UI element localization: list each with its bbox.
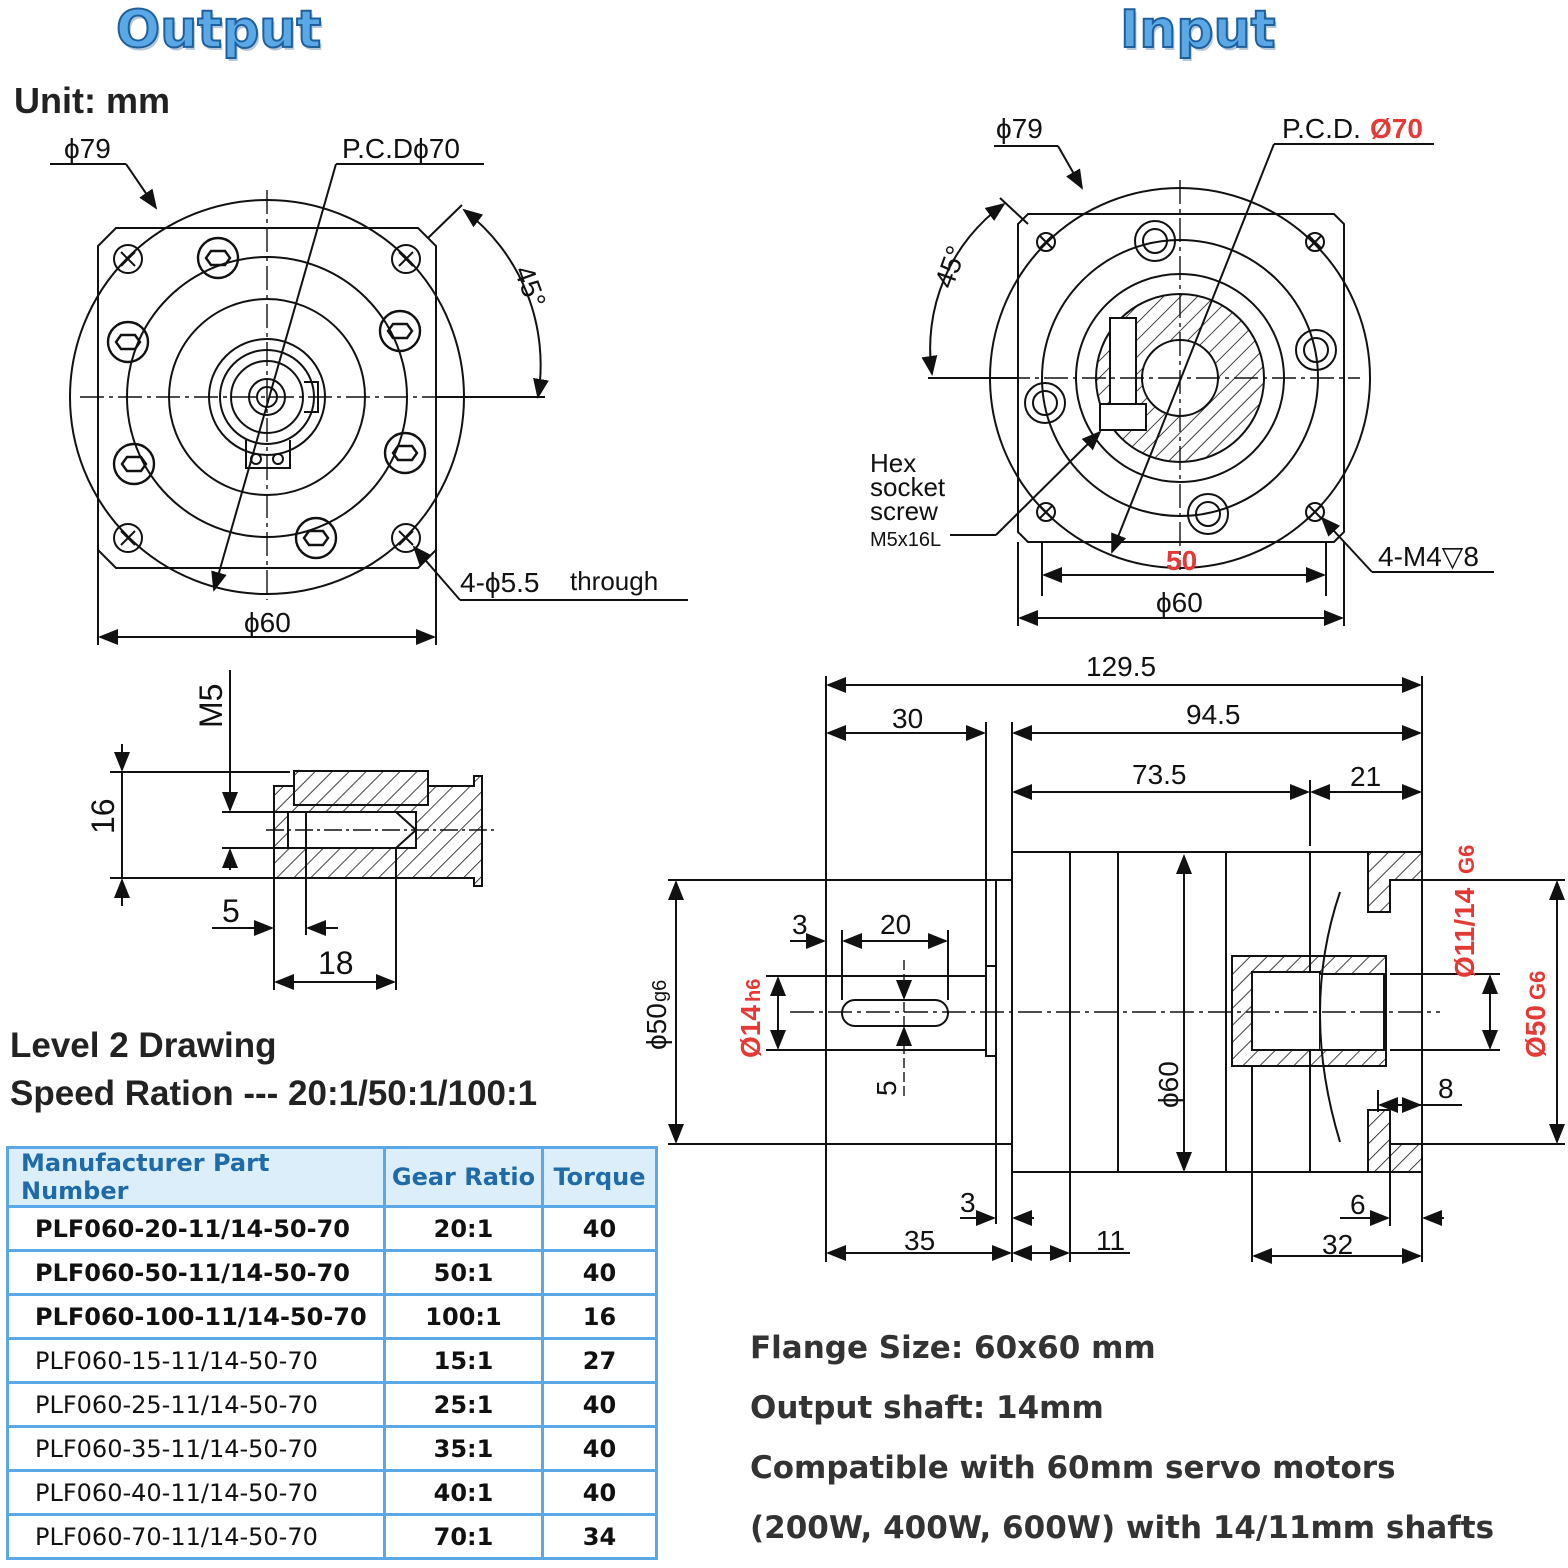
out-holes-label: 4-ϕ5.5 (460, 567, 540, 598)
ratio-cell: 70:1 (383, 1513, 544, 1560)
col-header-ratio: Gear Ratio (383, 1146, 544, 1208)
ratio-cell: 20:1 (383, 1205, 544, 1252)
side-20-label: 20 (880, 909, 911, 940)
hex-line-2: socket (870, 472, 946, 502)
detail-m5-label: M5 (193, 684, 229, 728)
unit-label: Unit: mm (14, 80, 170, 121)
part-cell: PLF060-50-11/14-50-70 (6, 1249, 386, 1296)
detail-5-label: 5 (222, 893, 240, 929)
torque-cell: 27 (541, 1337, 658, 1384)
in-pcd-value: Ø70 (1370, 113, 1423, 144)
torque-cell: 16 (541, 1293, 658, 1340)
d50g6-label: ϕ50 (641, 1003, 672, 1050)
torque-cell: 40 (541, 1205, 658, 1252)
part-cell: PLF060-20-11/14-50-70 (6, 1205, 386, 1252)
d1114-sub: G6 (1454, 845, 1479, 874)
side-3a-label: 3 (792, 909, 808, 940)
part-cell: PLF060-40-11/14-50-70 (6, 1469, 386, 1516)
ratio-cell: 15:1 (383, 1337, 544, 1384)
shaft-detail-section (110, 670, 495, 990)
part-cell: PLF060-100-11/14-50-70 (6, 1293, 386, 1340)
side-94-label: 94.5 (1186, 699, 1241, 730)
socket-bolt-icon (106, 236, 427, 560)
side-3b-label: 3 (960, 1187, 976, 1218)
part-cell: PLF060-25-11/14-50-70 (6, 1381, 386, 1428)
input-thread-hole-icon (1036, 232, 1325, 522)
in-angle-label: 45° (929, 242, 973, 292)
d50g6-sub: g6 (649, 980, 671, 1002)
input-title: Input (1119, 0, 1276, 61)
side-6-label: 6 (1350, 1189, 1366, 1220)
spec-output-shaft: Output shaft: 14mm (750, 1390, 1104, 1426)
ratio-cell: 100:1 (383, 1293, 544, 1340)
hex-line-1: Hex (870, 448, 916, 478)
d14-sub: h6 (743, 979, 765, 1002)
side-35-label: 35 (904, 1225, 935, 1256)
out-angle-label: 45° (508, 261, 552, 311)
col-header-part: Manufacturer Part Number (6, 1146, 386, 1208)
ratio-cell: 35:1 (383, 1425, 544, 1472)
gearbox-side-view (668, 676, 1565, 1264)
spec-compatibility: Compatible with 60mm servo motors (750, 1450, 1396, 1486)
ratio-cell: 50:1 (383, 1249, 544, 1296)
side-8-label: 8 (1438, 1073, 1454, 1104)
d14-label: Ø14 (735, 1005, 766, 1058)
in-d60-label: ϕ60 (1156, 587, 1203, 618)
in-d50-label: 50 (1166, 545, 1197, 576)
ratio-cell: 25:1 (383, 1381, 544, 1428)
side-d60-label: ϕ60 (1153, 1061, 1184, 1108)
torque-cell: 40 (541, 1381, 658, 1428)
part-number-table: Manufacturer Part Number Gear Ratio Torq… (6, 1146, 658, 1560)
out-d79-label: ϕ79 (64, 133, 111, 164)
torque-cell: 40 (541, 1469, 658, 1516)
side-73-label: 73.5 (1132, 759, 1187, 790)
part-cell: PLF060-35-11/14-50-70 (6, 1425, 386, 1472)
out-pcd-label: P.C.Dϕ70 (342, 133, 460, 164)
col-header-torque: Torque (541, 1146, 658, 1208)
side-5-label: 5 (871, 1080, 902, 1096)
output-title: Output (115, 0, 322, 61)
spec-motor-shafts: (200W, 400W, 600W) with 14/11mm shafts (750, 1510, 1495, 1546)
spec-flange-size: Flange Size: 60x60 mm (750, 1330, 1156, 1366)
d1114-label: Ø11/14 (1449, 887, 1480, 978)
hex-line-3: screw (870, 496, 938, 526)
part-cell: PLF060-70-11/14-50-70 (6, 1513, 386, 1560)
screw-spec-label: M5x16L (870, 529, 941, 551)
speed-ratio-heading: Speed Ration --- 20:1/50:1/100:1 (10, 1074, 538, 1113)
side-11-label: 11 (1096, 1225, 1125, 1256)
drawing-level-heading: Level 2 Drawing (10, 1026, 277, 1065)
torque-cell: 40 (541, 1249, 658, 1296)
detail-16-label: 16 (85, 798, 121, 834)
in-d79-label: ϕ79 (996, 113, 1043, 144)
ratio-cell: 40:1 (383, 1469, 544, 1516)
side-129-label: 129.5 (1086, 651, 1156, 682)
corner-hole-icon (113, 244, 421, 553)
side-30-label: 30 (892, 703, 923, 734)
d50G6-sub: G6 (1525, 971, 1550, 1000)
d50G6-label: Ø50 (1520, 1005, 1551, 1058)
table-header-row: Manufacturer Part Number Gear Ratio Torq… (6, 1146, 658, 1208)
side-32-label: 32 (1322, 1229, 1353, 1260)
thread-spec-label: 4-M4▽8 (1378, 541, 1479, 572)
output-front-view (50, 163, 688, 645)
torque-cell: 34 (541, 1513, 658, 1560)
side-21-label: 21 (1350, 761, 1381, 792)
detail-18-label: 18 (318, 945, 354, 981)
out-d60-label: ϕ60 (244, 607, 291, 638)
out-through-label: through (570, 566, 658, 596)
input-front-view (921, 143, 1494, 626)
torque-cell: 40 (541, 1425, 658, 1472)
input-clearance-hole-icon (1024, 220, 1337, 535)
in-pcd-prefix: P.C.D. (1282, 113, 1361, 144)
part-cell: PLF060-15-11/14-50-70 (6, 1337, 386, 1384)
